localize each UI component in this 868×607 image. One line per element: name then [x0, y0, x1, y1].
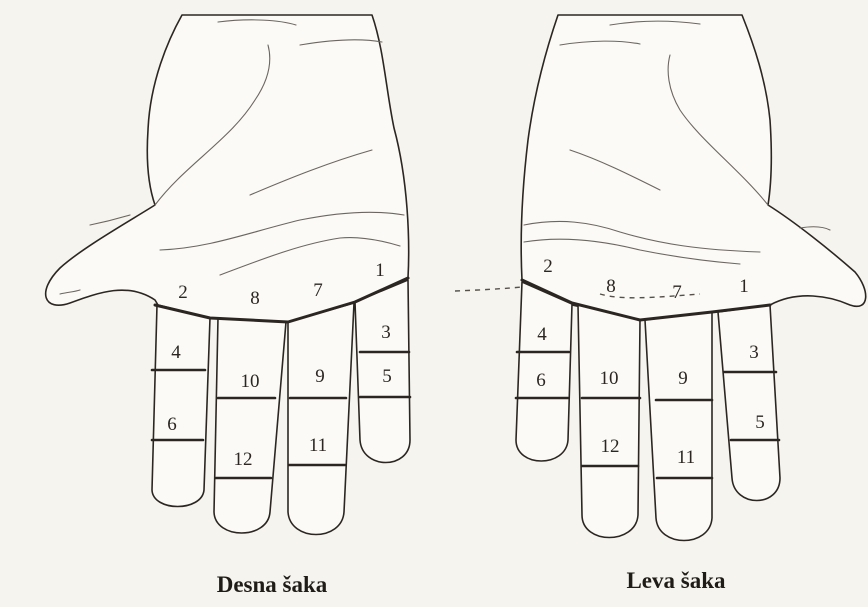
right-hand: 1 2 3 4 5 6 7 8 9 10 11 12	[46, 15, 410, 535]
right-zone-5: 5	[382, 366, 392, 387]
left-hand-caption: Leva šaka	[556, 568, 796, 594]
right-hand-finger-little-outline	[152, 305, 210, 507]
left-zone-11: 11	[677, 447, 695, 468]
left-hand-finger-little-outline	[718, 305, 780, 501]
left-zone-7: 7	[672, 282, 682, 303]
right-zone-4: 4	[171, 342, 181, 363]
left-hand-palm-outline	[521, 15, 865, 320]
connector-dashed-line	[455, 287, 522, 291]
right-zone-3: 3	[381, 322, 391, 343]
left-zone-12: 12	[601, 436, 620, 457]
left-hand: 1 2 3 4 5 6 7 8 9 10 11 12	[455, 15, 866, 541]
left-zone-9: 9	[678, 368, 688, 389]
right-zone-8: 8	[250, 288, 260, 309]
left-zone-2: 2	[543, 256, 553, 277]
right-hand-finger-middle-outline	[288, 303, 354, 535]
right-zone-9: 9	[315, 366, 325, 387]
left-hand-finger-ring-outline	[645, 312, 712, 541]
right-hand-palm-outline	[46, 15, 409, 322]
right-zone-1: 1	[375, 260, 385, 281]
left-zone-8: 8	[606, 276, 616, 297]
right-zone-11: 11	[309, 435, 327, 456]
right-hand-finger-ring-outline	[214, 318, 286, 533]
left-zone-6: 6	[536, 370, 546, 391]
left-hand-finger-middle-outline	[578, 305, 640, 538]
right-zone-12: 12	[234, 449, 253, 470]
right-zone-7: 7	[313, 280, 323, 301]
left-zone-5: 5	[755, 412, 765, 433]
left-zone-3: 3	[749, 342, 759, 363]
left-zone-10: 10	[600, 368, 619, 389]
right-zone-10: 10	[241, 371, 260, 392]
right-hand-caption: Desna šaka	[152, 572, 392, 598]
right-zone-6: 6	[167, 414, 177, 435]
left-zone-4: 4	[537, 324, 547, 345]
left-zone-1: 1	[739, 276, 749, 297]
right-zone-2: 2	[178, 282, 188, 303]
